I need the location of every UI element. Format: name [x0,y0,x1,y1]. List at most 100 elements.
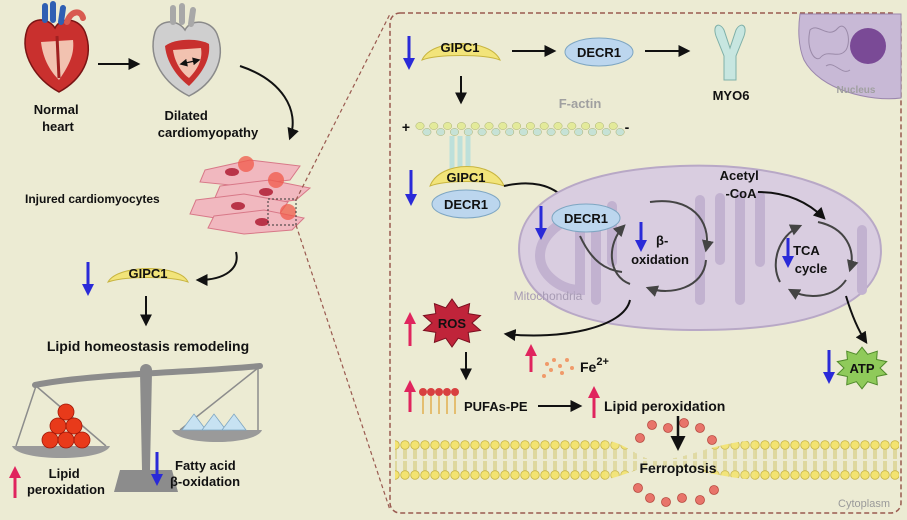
factin-bead [422,128,432,136]
factin-bead [463,128,473,136]
lipid-perox-label-right: Lipid peroxidation [604,398,725,414]
lipid-perox-label-2: peroxidation [27,482,105,497]
nucleus-icon [798,13,902,100]
factin-bead [560,128,570,136]
atp-label: ATP [849,361,874,376]
fatty-acid-label: Fatty acid β-oxidation [170,458,240,489]
beta-ox-label-1: β- [656,233,668,248]
atp-down-arrowhead [823,372,835,384]
decr1-shape-top [564,37,634,67]
complex-gipc1-label: GIPC1 [446,170,485,185]
fe-up-arrowhead [525,344,537,356]
factin-bead [477,128,487,136]
factin-bead [567,122,577,130]
normal-heart-label-2: heart [42,119,74,134]
arrow-mito-to-ros [503,299,631,342]
factin-bead [429,122,439,130]
factin-bead [601,128,611,136]
decr1-mito-down-arrowhead [535,228,547,240]
normal-heart-icon [24,1,90,93]
factin-bead [532,128,542,136]
factin-bead [588,128,597,136]
fatty-acid-label-2: β-oxidation [170,474,240,489]
balance-scale-icon [12,363,263,492]
ros-label: ROS [438,316,467,331]
normal-heart-label-1: Normal [34,102,79,117]
nucleus-label: Nucleus [837,85,876,96]
lipid-droplets-icon [41,403,91,449]
factin-bead [525,122,535,130]
factin-bead [491,128,501,136]
factin-bead [594,122,604,130]
dilated-label-1: Dilated [165,108,208,123]
beta-oxidation-cycle [579,200,714,297]
tca-label-2: cycle [795,261,828,276]
zoom-line-top [295,13,391,201]
atp-starburst-icon [836,346,888,390]
myo6-label: MYO6 [713,88,750,103]
lipid-perox-up-arrowhead-right [588,386,600,398]
factin-bead [470,122,480,130]
pufas-label: PUFAs-PE [464,399,528,414]
right-panel: Nucleus GIPC1 DECR1 MYO6 F-actin + - GIP… [389,12,902,514]
ros-starburst-icon [422,298,482,348]
normal-heart-label: Normal heart [34,102,82,134]
arrow-acetyl-to-tca [757,191,826,220]
ros-up-arrowhead [404,312,416,324]
tca-label-1: TCA [793,243,820,258]
fatty-acid-label-1: Fatty acid [175,458,236,473]
factin-bead [443,122,453,130]
dilated-label-2: cardiomyopathy [158,125,259,140]
beta-ox-down-arrowhead [635,240,647,252]
lipid-perox-label-1: Lipid [49,466,80,481]
factin-minus-end: - [625,119,630,135]
acetyl-coa-label-2: -CoA [725,186,757,201]
fe-sup-text: 2+ [596,356,609,368]
remodeling-label: Lipid homeostasis remodeling [47,338,249,354]
factin-bead [505,128,515,136]
factin-label: F-actin [559,96,602,111]
factin-bead [615,128,625,136]
zoom-line-bottom [295,224,391,511]
beta-ox-label-2: oxidation [631,252,689,267]
ferroptosis-label: Ferroptosis [639,460,716,476]
tca-label: TCA cycle [793,243,827,276]
arrow-dilated-to-injured [239,65,299,141]
factin-bead [519,128,528,136]
factin-bead [608,122,618,130]
gipc1-down-arrowhead-top [403,58,415,70]
mitochondria-icon [518,164,882,332]
complex-down-arrowhead [405,194,417,206]
arrow-tca-to-atp [845,295,868,344]
factin-bead [546,128,556,136]
fe-label: Fe2+ [580,356,609,375]
gipc1-decr1-complex: GIPC1 DECR1 [429,136,505,219]
cytoplasm-label: Cytoplasm [838,498,890,510]
dilated-heart-icon [152,3,221,97]
factin-bead [581,122,591,130]
myo6-icon [714,24,746,81]
decr1-mito-label: DECR1 [564,211,608,226]
complex-decr1-label: DECR1 [444,197,488,212]
gipc1-down-arrowhead-left [82,284,94,296]
zoom-panel-border [389,12,902,514]
factin-bead [415,122,425,130]
factin-bead [512,122,522,130]
pufas-up-arrowhead [404,380,416,392]
tca-down-arrowhead [782,256,794,268]
factin-bead [484,122,494,130]
decr1-mito-shape [551,203,621,233]
factin-bead [498,122,508,130]
factin-bead [553,122,563,130]
decr1-label-top: DECR1 [577,45,621,60]
acetyl-coa-label: Acetyl -CoA [720,168,763,201]
arrow-injured-to-gipc1 [195,251,238,286]
factin-bead [436,128,446,136]
factin-bead [450,128,459,136]
dilated-label: Dilated cardiomyopathy [158,108,259,140]
fe-text: Fe [580,359,597,375]
gipc1-shape-left [106,268,189,283]
pufas-lipid-icon [419,388,459,414]
cell-membrane [395,440,899,480]
